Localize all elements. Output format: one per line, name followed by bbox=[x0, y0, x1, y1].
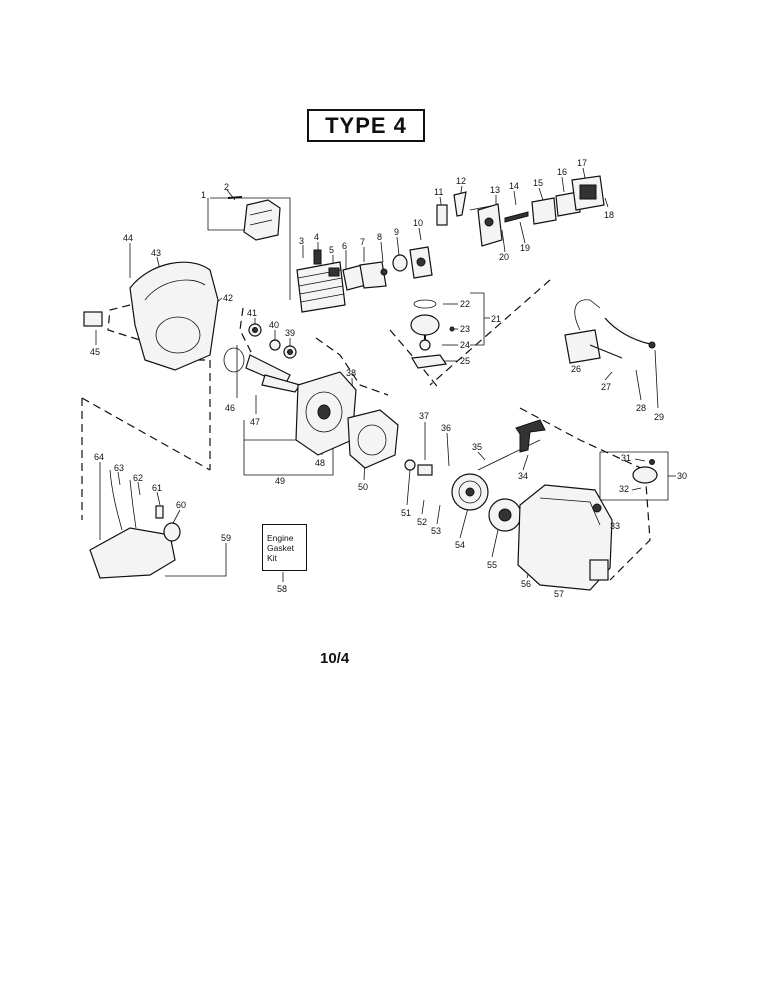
part-label-38: 38 bbox=[346, 368, 356, 378]
part-label-60: 60 bbox=[176, 500, 186, 510]
part-label-32: 32 bbox=[619, 484, 629, 494]
part-39-to-41-bearings-seals bbox=[248, 323, 297, 359]
part-label-46: 46 bbox=[225, 403, 235, 413]
part-label-7: 7 bbox=[360, 237, 365, 247]
part-3-to-9-cylinder-stack bbox=[296, 246, 433, 313]
part-label-12: 12 bbox=[456, 176, 466, 186]
part-label-52: 52 bbox=[417, 517, 427, 527]
part-51-to-55-starter bbox=[404, 419, 546, 532]
engine-gasket-kit-box: Engine Gasket Kit bbox=[262, 524, 307, 571]
part-label-48: 48 bbox=[315, 458, 325, 468]
part-label-23: 23 bbox=[460, 324, 470, 334]
part-label-20: 20 bbox=[499, 252, 509, 262]
part-48-crankcase bbox=[295, 371, 357, 456]
part-label-54: 54 bbox=[455, 540, 465, 550]
part-label-6: 6 bbox=[342, 241, 347, 251]
part-label-34: 34 bbox=[518, 471, 528, 481]
part-label-39: 39 bbox=[285, 328, 295, 338]
part-label-31: 31 bbox=[621, 453, 631, 463]
part-label-55: 55 bbox=[487, 560, 497, 570]
part-label-44: 44 bbox=[123, 233, 133, 243]
part-label-45: 45 bbox=[90, 347, 100, 357]
part-26-to-29-ignition-group bbox=[564, 299, 656, 364]
type-label: TYPE 4 bbox=[325, 112, 407, 138]
part-label-10: 10 bbox=[413, 218, 423, 228]
part-label-64: 64 bbox=[94, 452, 104, 462]
part-label-53: 53 bbox=[431, 526, 441, 536]
part-11-to-20-carburetor-group bbox=[436, 175, 605, 247]
part-label-35: 35 bbox=[472, 442, 482, 452]
part-label-33: 33 bbox=[610, 521, 620, 531]
part-label-2: 2 bbox=[224, 182, 229, 192]
part-label-30: 30 bbox=[677, 471, 687, 481]
part-label-62: 62 bbox=[133, 473, 143, 483]
kit-label-line3: Kit bbox=[267, 552, 277, 563]
part-label-16: 16 bbox=[557, 167, 567, 177]
part-label-8: 8 bbox=[377, 232, 382, 242]
part-label-26: 26 bbox=[571, 364, 581, 374]
page-number: 10/4 bbox=[320, 650, 350, 667]
part-46-47-crankshaft bbox=[223, 347, 301, 393]
part-label-17: 17 bbox=[577, 158, 587, 168]
part-label-22: 22 bbox=[460, 299, 470, 309]
type-label-box: TYPE 4 bbox=[307, 109, 425, 142]
part-label-56: 56 bbox=[521, 579, 531, 589]
dashed-assembly-lines bbox=[81, 279, 651, 581]
part-label-40: 40 bbox=[269, 320, 279, 330]
part-label-1: 1 bbox=[201, 190, 206, 200]
part-label-11: 11 bbox=[434, 187, 443, 197]
part-label-14: 14 bbox=[509, 181, 519, 191]
part-label-59: 59 bbox=[221, 533, 231, 543]
part-label-58: 58 bbox=[277, 584, 287, 594]
part-2-screw bbox=[227, 196, 243, 199]
part-label-47: 47 bbox=[250, 417, 260, 427]
part-label-50: 50 bbox=[358, 482, 368, 492]
part-label-29: 29 bbox=[654, 412, 664, 422]
part-label-63: 63 bbox=[114, 463, 124, 473]
part-label-13: 13 bbox=[490, 185, 500, 195]
part-1-muffler-cover bbox=[243, 199, 281, 241]
part-label-24: 24 bbox=[460, 340, 470, 350]
part-label-37: 37 bbox=[419, 411, 429, 421]
part-label-18: 18 bbox=[604, 210, 614, 220]
part-label-43: 43 bbox=[151, 248, 161, 258]
part-label-36: 36 bbox=[441, 423, 451, 433]
part-label-15: 15 bbox=[533, 178, 543, 188]
part-label-9: 9 bbox=[394, 227, 399, 237]
part-label-19: 19 bbox=[520, 243, 530, 253]
part-label-57: 57 bbox=[554, 589, 564, 599]
part-label-42: 42 bbox=[223, 293, 233, 303]
part-42-to-45-engine-cover bbox=[83, 261, 219, 371]
part-label-61: 61 bbox=[152, 483, 162, 493]
part-label-28: 28 bbox=[636, 403, 646, 413]
part-59-to-64-fuel-tank-group bbox=[89, 469, 181, 579]
part-label-25: 25 bbox=[460, 356, 470, 366]
part-label-4: 4 bbox=[314, 232, 319, 242]
part-56-starter-housing bbox=[517, 484, 613, 591]
kit-label-line1: Engine bbox=[267, 532, 294, 543]
part-label-3: 3 bbox=[299, 236, 304, 246]
part-number-labels: 1 2 3 4 5 6 7 8 9 10 11 12 13 14 15 16 1… bbox=[90, 158, 687, 599]
part-label-41: 41 bbox=[247, 308, 257, 318]
part-label-27: 27 bbox=[601, 382, 611, 392]
part-label-21: 21 bbox=[491, 314, 501, 324]
part-50-crankcase-half bbox=[347, 409, 399, 469]
part-label-51: 51 bbox=[401, 508, 411, 518]
part-31-32-clamp bbox=[632, 459, 658, 484]
part-21-to-25-piston-group bbox=[410, 299, 455, 369]
part-label-5: 5 bbox=[329, 245, 334, 255]
kit-label-line2: Gasket bbox=[267, 542, 294, 553]
part-label-49: 49 bbox=[275, 476, 285, 486]
